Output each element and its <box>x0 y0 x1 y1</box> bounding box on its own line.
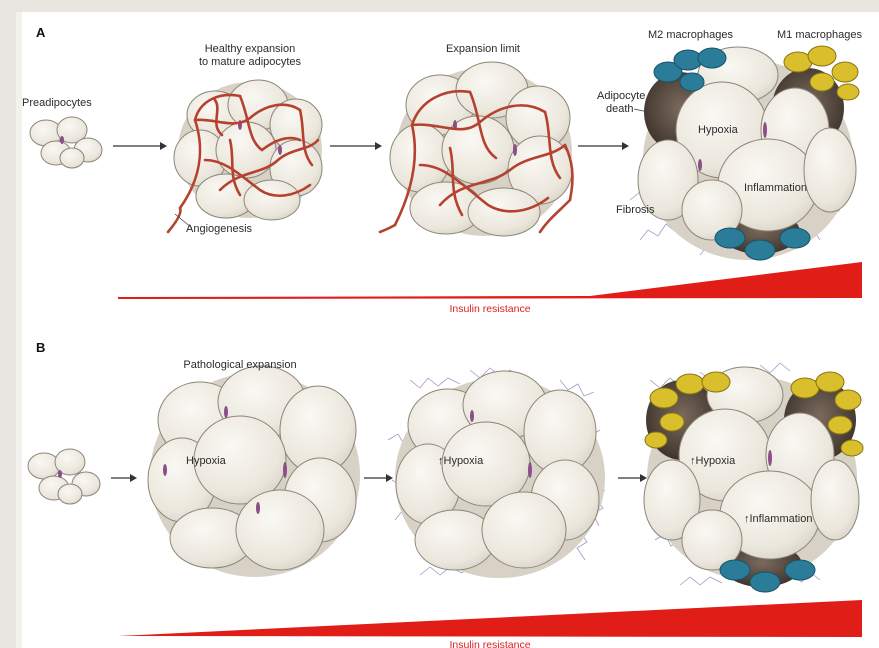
healthy-label-line2: to mature adipocytes <box>199 56 302 68</box>
hypoxia-up-label-b3: ↑Hypoxia <box>690 455 736 467</box>
healthy-cluster <box>168 80 322 232</box>
panel-b-letter: B <box>36 340 45 355</box>
arrow-b2 <box>364 474 393 482</box>
fibrotic-cluster <box>388 368 605 578</box>
m2-macrophages-label: M2 macrophages <box>648 29 733 41</box>
arrow-a1 <box>113 142 167 150</box>
hypoxia-up-label-b2: ↑Hypoxia <box>438 455 484 467</box>
panel-b: B Patho <box>28 340 863 648</box>
panel-a-letter: A <box>36 25 46 40</box>
preadipocytes-cluster <box>30 117 102 168</box>
preadipocytes-cluster-b <box>28 449 100 504</box>
adipocyte-death-label-line2: death <box>606 103 634 115</box>
hypoxia-label-b1: Hypoxia <box>186 455 227 467</box>
hypoxia-label-a: Hypoxia <box>698 124 739 136</box>
inflammation-up-label-b: ↑Inflammation <box>744 513 812 525</box>
preadipocytes-label: Preadipocytes <box>22 97 92 109</box>
pathological-cluster <box>148 366 360 577</box>
arrow-a3 <box>578 142 629 150</box>
panel-a: A Preadipocytes <box>22 25 862 315</box>
adipocyte-death-label-line1: Adipocyte <box>597 90 645 102</box>
insulin-resistance-label-a: Insulin resistance <box>449 303 530 315</box>
expansion-limit-cluster <box>380 62 572 236</box>
arrow-a2 <box>330 142 382 150</box>
expansion-limit-label: Expansion limit <box>446 43 520 55</box>
insulin-resistance-label-b: Insulin resistance <box>449 639 530 648</box>
insulin-resistance-wedge-a <box>118 262 862 299</box>
healthy-label-line1: Healthy expansion <box>205 43 296 55</box>
m1-macrophages-label: M1 macrophages <box>777 29 862 41</box>
insulin-resistance-wedge-b <box>118 600 862 637</box>
pathological-expansion-label: Pathological expansion <box>183 359 296 371</box>
angiogenesis-label: Angiogenesis <box>186 223 253 235</box>
fibrosis-label: Fibrosis <box>616 204 655 216</box>
arrow-b1 <box>111 474 137 482</box>
inflammation-label-a: Inflammation <box>744 182 807 194</box>
arrow-b3 <box>618 474 647 482</box>
